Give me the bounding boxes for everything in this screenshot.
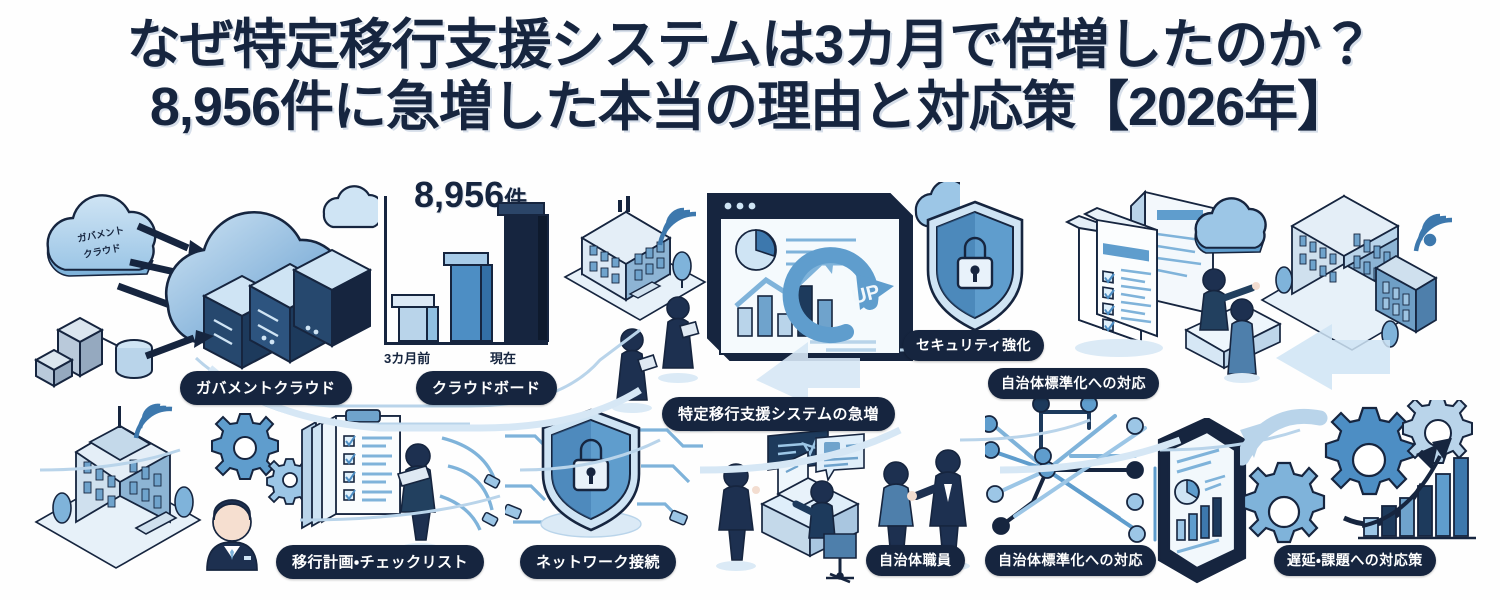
label-standardization-bottom: 自治体標準化への対応 <box>985 545 1156 576</box>
label-government-cloud: ガバメントクラウド <box>180 371 352 405</box>
businessman-figure-1 <box>658 296 700 383</box>
government-cloud-illustration: ガバメント クラウド <box>18 178 378 388</box>
label-security-strengthening: セキュリティ強化 <box>903 330 1045 361</box>
chart-bar-3 <box>497 202 549 342</box>
citizen-figure <box>1224 298 1260 383</box>
tree-icon <box>672 251 692 288</box>
standardization-building-illustration <box>1180 182 1500 432</box>
curved-arrow-pale <box>1240 408 1328 466</box>
municipal-building-dashboard-illustration: UP <box>560 182 960 432</box>
growth-bar-chart-small <box>1358 457 1476 540</box>
label-municipal-staff: 自治体職員 <box>866 545 965 576</box>
gear-icon-medium <box>1242 461 1326 544</box>
label-delay-countermeasures: 遅延・課題への対応策 <box>1274 545 1436 576</box>
documents-checklist-illustration <box>1045 186 1235 366</box>
office-building-right-icon <box>1290 194 1438 334</box>
growth-bar-chart: 8,956件 3カ月前 現在 <box>378 174 558 368</box>
arrow-to-server <box>144 330 214 360</box>
label-migration-checklist: 移行計画・チェックリスト <box>276 545 485 579</box>
staff-woman-figure <box>1199 268 1260 331</box>
circuit-lines <box>505 428 703 524</box>
banner-title: なぜ特定移行支援システムは3カ月で倍増したのか？ 8,956件に急増した本当の理… <box>0 14 1500 138</box>
security-shield-illustration <box>920 196 1030 336</box>
workstation-illustration <box>33 316 153 388</box>
gear-icon-small <box>266 458 308 505</box>
chart-bar-1 <box>391 294 439 342</box>
chart-bar-2 <box>443 252 493 342</box>
gear-icon-bright <box>1324 406 1415 496</box>
wifi-icon <box>657 207 697 246</box>
cloud-shape-right <box>1194 197 1267 254</box>
migration-checklist-illustration <box>290 408 510 568</box>
growth-arrow-icon <box>1361 438 1452 528</box>
seated-staff-figure <box>792 480 857 584</box>
wifi-icon-bl <box>133 403 173 439</box>
title-line-1: なぜ特定移行支援システムは3カ月で倍増したのか？ <box>126 15 1374 75</box>
wifi-icon-right <box>1413 213 1453 252</box>
chart-y-axis <box>384 196 387 344</box>
label-network-connection: ネットワーク接続 <box>520 545 677 579</box>
chart-tick-label-before: 3カ月前 <box>384 351 431 366</box>
label-system-surge: 特定移行支援システムの急増 <box>662 397 896 431</box>
chart-tick-label-now: 現在 <box>490 351 517 366</box>
woman-with-laptop-figure <box>396 443 440 553</box>
chart-x-axis <box>384 342 548 345</box>
office-building-icon <box>580 196 672 302</box>
local-government-office-illustration <box>8 400 308 600</box>
chart-headline-value: 8,956件 <box>414 174 528 215</box>
up-arrow-icon: UP <box>782 247 894 344</box>
dashboard-screen-icon <box>707 193 913 361</box>
gear-icon-large <box>211 413 279 480</box>
label-standardization-top: 自治体標準化への対応 <box>988 368 1159 399</box>
cloud-shape-tiny <box>322 185 378 229</box>
server-stack-illustration <box>201 248 373 370</box>
lock-icon <box>956 236 994 290</box>
staff-avatar-icon <box>206 499 258 571</box>
label-cloud-board: クラウドボード <box>416 371 557 405</box>
cloud-shape-small <box>46 194 157 277</box>
title-line-2: 8,956件に急増した本当の理由と対応策【2026年】 <box>149 77 1351 137</box>
countermeasures-gears-illustration <box>1240 400 1500 595</box>
gear-icon-pale <box>1402 400 1473 464</box>
staff-woman-left-figure <box>716 463 760 571</box>
